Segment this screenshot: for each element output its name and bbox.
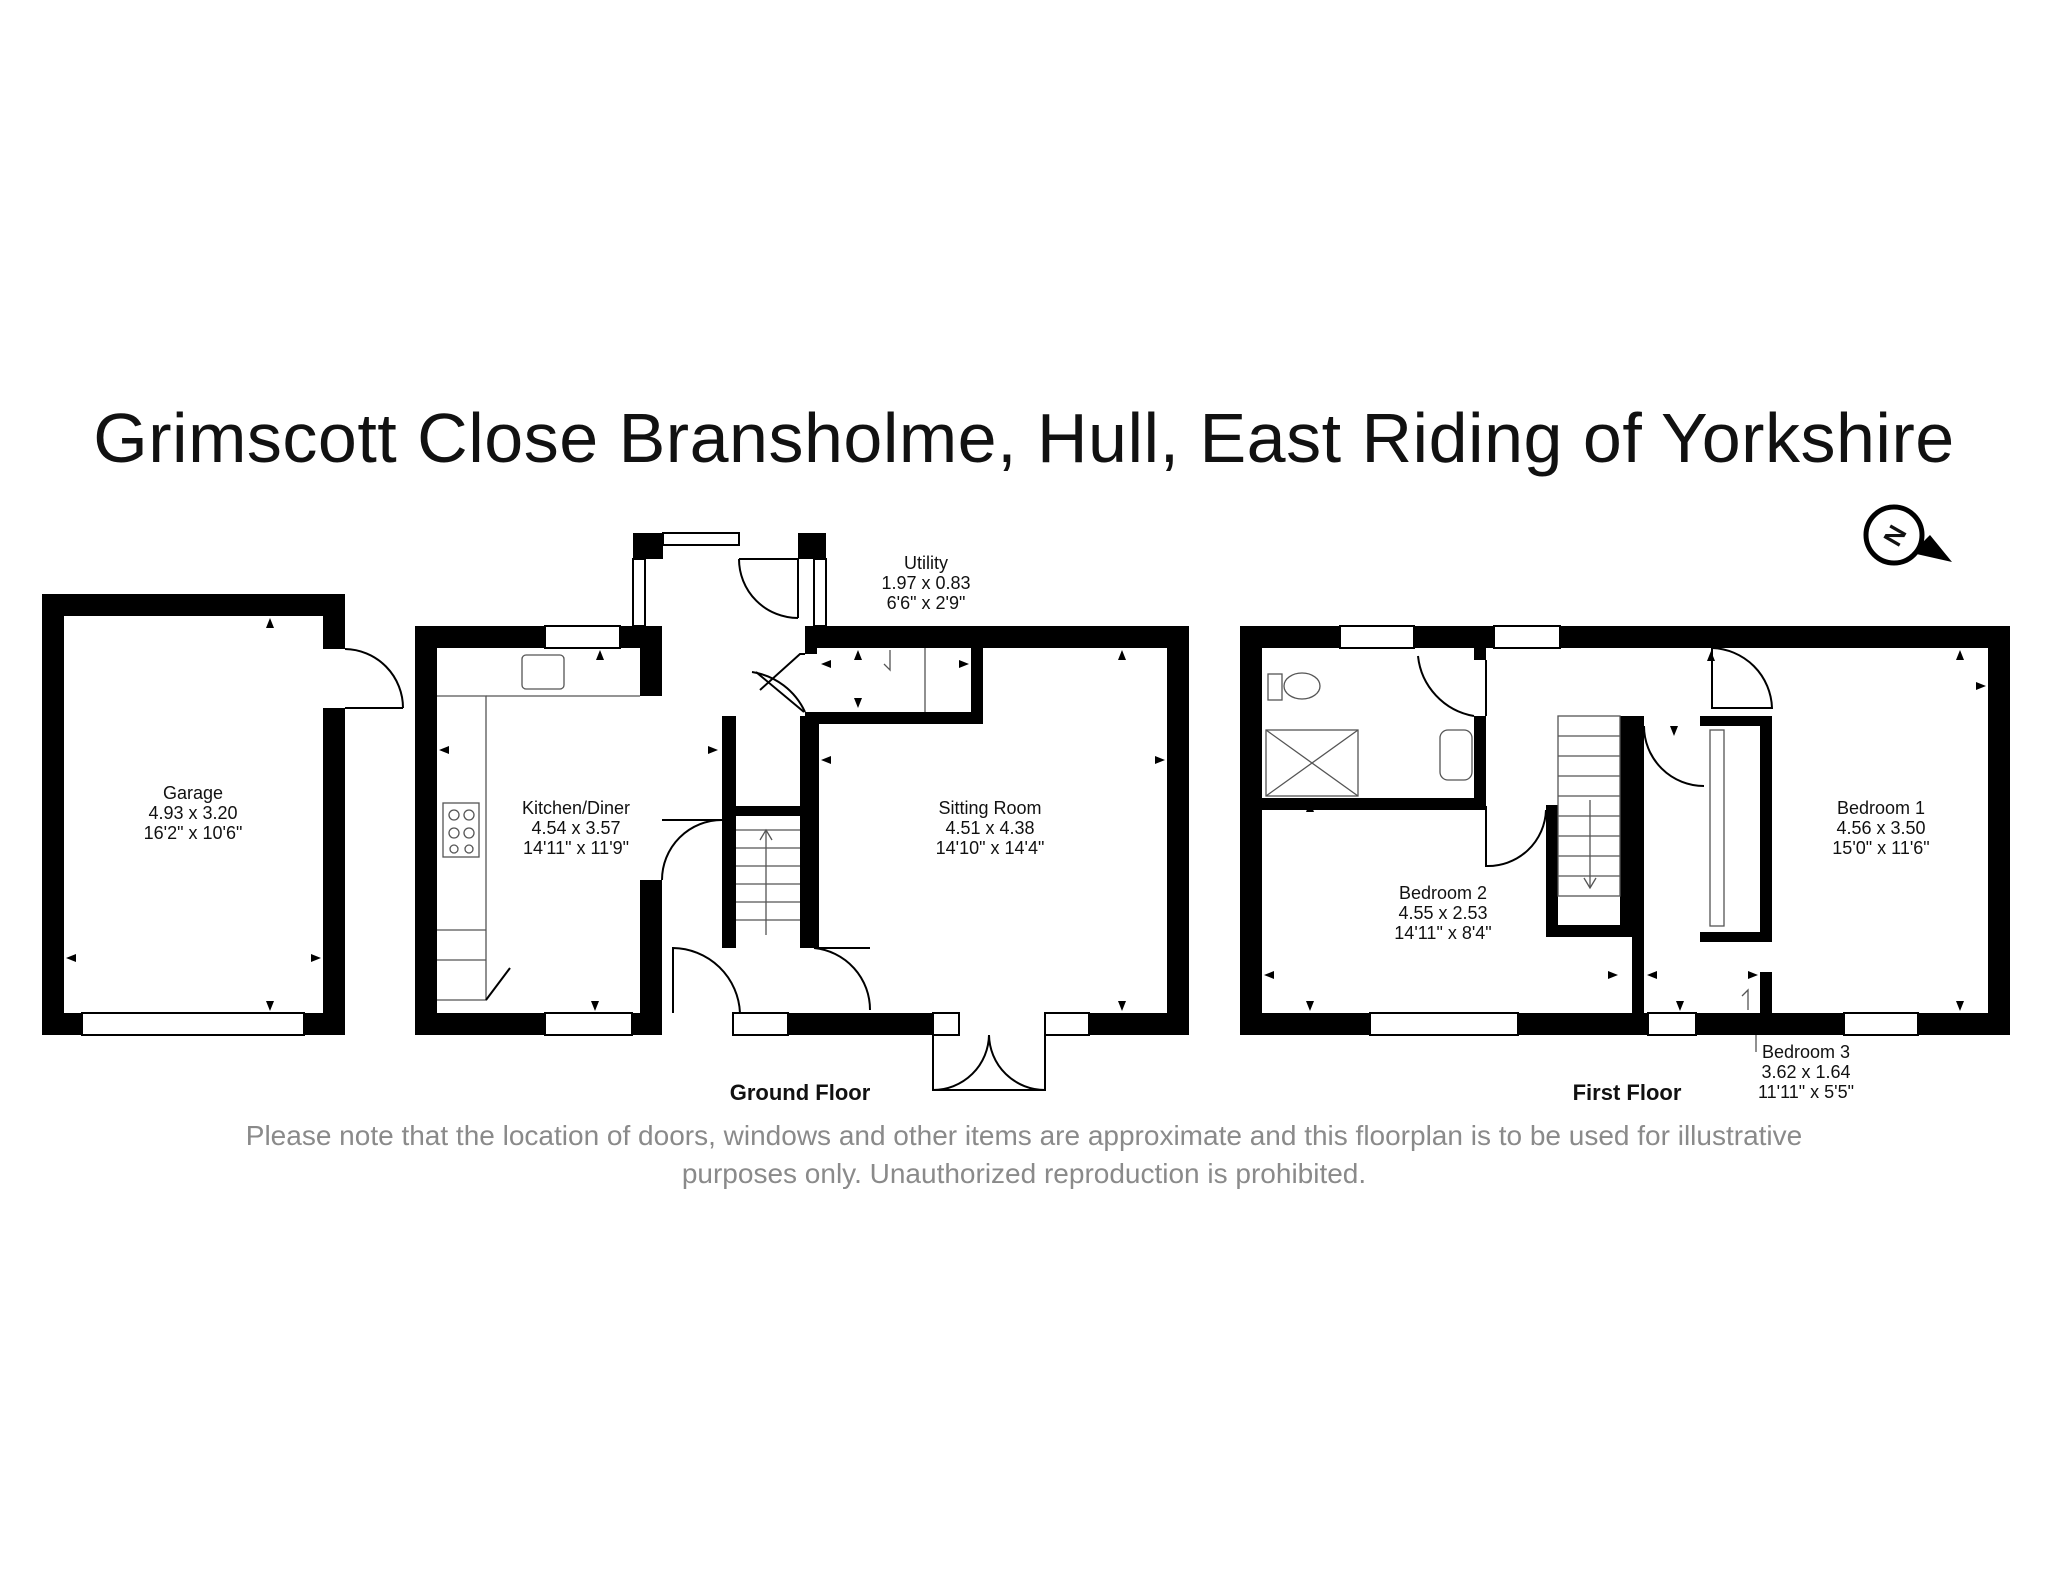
kitchen-metric: 4.54 x 3.57	[531, 818, 620, 838]
utility-name: Utility	[904, 553, 948, 573]
first-floor-label: First Floor	[1573, 1080, 1682, 1105]
sitting-imperial: 14'10" x 14'4"	[936, 838, 1045, 858]
kitchen-window-bottom	[544, 1012, 633, 1036]
ground-floor-label: Ground Floor	[730, 1080, 871, 1105]
bedroom1-metric: 4.56 x 3.50	[1836, 818, 1925, 838]
utility-metric: 1.97 x 0.83	[881, 573, 970, 593]
bedroom3-metric: 3.62 x 1.64	[1761, 1062, 1850, 1082]
bedroom1-label: Bedroom 1 4.56 x 3.50 15'0" x 11'6"	[1832, 798, 1929, 858]
disclaimer-line-1: Please note that the location of doors, …	[245, 1120, 1803, 1151]
bedroom3-imperial: 11'11" x 5'5"	[1758, 1082, 1854, 1102]
sitting-name: Sitting Room	[938, 798, 1041, 818]
kitchen-imperial: 14'11" x 11'9"	[523, 838, 629, 858]
garage-name: Garage	[163, 783, 223, 803]
garage-imperial: 16'2" x 10'6"	[144, 823, 243, 843]
kitchen-room	[415, 625, 723, 1036]
sitting-label: Sitting Room 4.51 x 4.38 14'10" x 14'4"	[936, 798, 1045, 858]
bedroom3-name: Bedroom 3	[1762, 1042, 1850, 1062]
plan-title: Grimscott Close Bransholme, Hull, East R…	[93, 399, 1955, 477]
north-compass-icon: N	[1863, 504, 1952, 566]
compass-letter: N	[1877, 520, 1912, 551]
bedroom2-name: Bedroom 2	[1399, 883, 1487, 903]
first-floor	[1240, 625, 2010, 1052]
garage-door-window	[81, 1012, 305, 1036]
disclaimer-line-2: purposes only. Unauthorized reproduction…	[681, 1158, 1367, 1189]
bedroom3-label: Bedroom 3 3.62 x 1.64 11'11" x 5'5"	[1758, 1042, 1854, 1102]
sitting-metric: 4.51 x 4.38	[945, 818, 1034, 838]
sitting-room	[805, 626, 1189, 1036]
garage-metric: 4.93 x 3.20	[148, 803, 237, 823]
utility-room	[751, 626, 1187, 724]
bedroom2-imperial: 14'11" x 8'4"	[1394, 923, 1491, 943]
kitchen-window-top	[544, 625, 621, 649]
porch-area	[632, 532, 827, 627]
bedroom2-label: Bedroom 2 4.55 x 2.53 14'11" x 8'4"	[1394, 883, 1491, 943]
utility-imperial: 6'6" x 2'9"	[887, 593, 966, 613]
bedroom2-metric: 4.55 x 2.53	[1398, 903, 1487, 923]
kitchen-label: Kitchen/Diner 4.54 x 3.57 14'11" x 11'9"	[522, 798, 630, 858]
hall-stairs	[672, 716, 1046, 1091]
kitchen-name: Kitchen/Diner	[522, 798, 630, 818]
bedroom1-imperial: 15'0" x 11'6"	[1832, 838, 1929, 858]
bedroom1-name: Bedroom 1	[1837, 798, 1925, 818]
utility-label: Utility 1.97 x 0.83 6'6" x 2'9"	[881, 553, 970, 613]
disclaimer: Please note that the location of doors, …	[0, 1117, 2048, 1193]
garage-label: Garage 4.93 x 3.20 16'2" x 10'6"	[144, 783, 243, 843]
garage-room	[42, 594, 404, 1036]
